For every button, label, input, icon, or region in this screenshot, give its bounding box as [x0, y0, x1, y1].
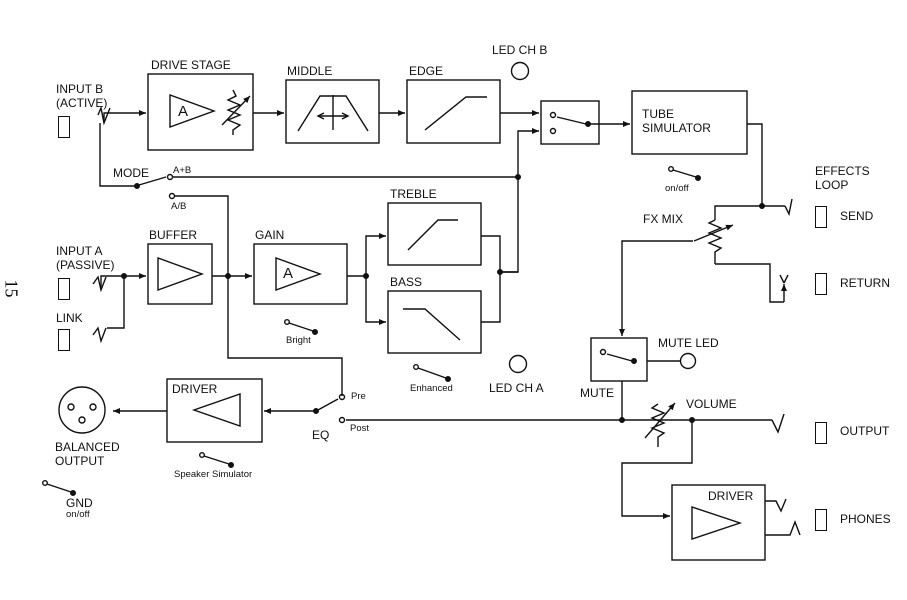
- gain-box: [253, 243, 348, 305]
- drive-stage-box: [147, 73, 254, 151]
- input-a-jack: [58, 278, 70, 300]
- return-jack: [815, 273, 827, 295]
- gain-amp-label: A: [283, 265, 294, 282]
- edge-label: EDGE: [409, 64, 444, 78]
- phones-label: PHONES: [840, 512, 891, 526]
- bass-label: BASS: [390, 275, 423, 289]
- output-jack: [815, 422, 827, 444]
- xlr-connector-circle: [58, 386, 106, 434]
- driver-1-triangle: [191, 393, 241, 427]
- input-a-label-2: (PASSIVE): [56, 258, 115, 272]
- bass-box: [387, 290, 482, 354]
- gnd-label: GND: [66, 496, 93, 510]
- bass-filter-curve: [403, 308, 461, 341]
- enhanced-label: Enhanced: [410, 383, 453, 394]
- channel-switch-box: [540, 100, 600, 145]
- input-b-label-1: INPUT B: [56, 82, 104, 96]
- gnd-onoff-label: on/off: [66, 509, 90, 520]
- input-b-label-2: (ACTIVE): [56, 96, 108, 110]
- gain-amp-triangle: [275, 257, 323, 291]
- treble-box: [387, 202, 482, 266]
- mute-box: [590, 337, 648, 382]
- send-jack: [815, 206, 827, 228]
- volume-label: VOLUME: [686, 397, 737, 411]
- link-jack-lead: [92, 326, 107, 344]
- driver-label-2: DRIVER: [708, 489, 754, 503]
- bright-label: Bright: [286, 335, 311, 346]
- buffer-box: [147, 243, 213, 305]
- driver-box-2: [671, 484, 766, 561]
- mute-led-label: MUTE LED: [658, 336, 719, 350]
- mode-label: MODE: [113, 166, 149, 180]
- driver-2-triangle: [691, 506, 743, 540]
- eq-label: EQ: [312, 428, 330, 442]
- mute-label: MUTE: [580, 386, 614, 400]
- fx-mix-pot: [707, 219, 723, 264]
- driver-label-1: DRIVER: [172, 382, 218, 396]
- effects-loop-label-2: LOOP: [815, 178, 849, 192]
- tube-simulator-box: [631, 90, 748, 155]
- led-ch-a-circle: [508, 354, 528, 374]
- speaker-simulator-label: Speaker Simulator: [174, 469, 253, 480]
- balanced-output-label-2: OUTPUT: [55, 454, 105, 468]
- tube-onoff-label: on/off: [665, 183, 689, 194]
- buffer-triangle: [157, 257, 205, 291]
- edge-filter-curve: [424, 96, 487, 131]
- drive-amp-triangle: [169, 94, 217, 128]
- drive-amp-label: A: [178, 103, 189, 120]
- output-label: OUTPUT: [840, 424, 890, 438]
- input-b-jack: [58, 116, 70, 138]
- mode-a-slash-b-label: A/B: [171, 201, 187, 212]
- phones-jack: [815, 509, 827, 531]
- tube-simulator-label-2: SIMULATOR: [642, 121, 711, 135]
- buffer-label: BUFFER: [149, 228, 197, 242]
- send-label: SEND: [840, 209, 874, 223]
- gain-label: GAIN: [255, 228, 285, 242]
- mode-a-plus-b-label: A+B: [173, 165, 192, 176]
- return-label: RETURN: [840, 276, 890, 290]
- input-a-label-1: INPUT A: [56, 244, 103, 258]
- middle-box: [285, 79, 380, 144]
- volume-pot: [650, 403, 666, 447]
- link-jack: [58, 329, 70, 351]
- input-a-jack-lead: [92, 275, 107, 293]
- mute-led-circle: [679, 352, 697, 370]
- treble-filter-curve: [407, 219, 458, 251]
- fx-mix-label: FX MIX: [643, 212, 684, 226]
- pre-label: Pre: [351, 391, 366, 402]
- input-b-jack-lead: [97, 105, 111, 126]
- balanced-output-label-1: BALANCED: [55, 440, 120, 454]
- drive-stage-label: DRIVE STAGE: [151, 58, 231, 72]
- middle-label: MIDDLE: [287, 64, 333, 78]
- post-label: Post: [350, 423, 370, 434]
- edge-box: [406, 79, 501, 144]
- treble-label: TREBLE: [390, 187, 437, 201]
- led-ch-b-label: LED CH B: [492, 43, 548, 57]
- led-ch-b-circle: [510, 61, 530, 81]
- tube-simulator-label-1: TUBE: [642, 107, 675, 121]
- led-ch-a-label: LED CH A: [489, 381, 544, 395]
- link-label: LINK: [56, 311, 83, 325]
- effects-loop-label-1: EFFECTS: [815, 164, 870, 178]
